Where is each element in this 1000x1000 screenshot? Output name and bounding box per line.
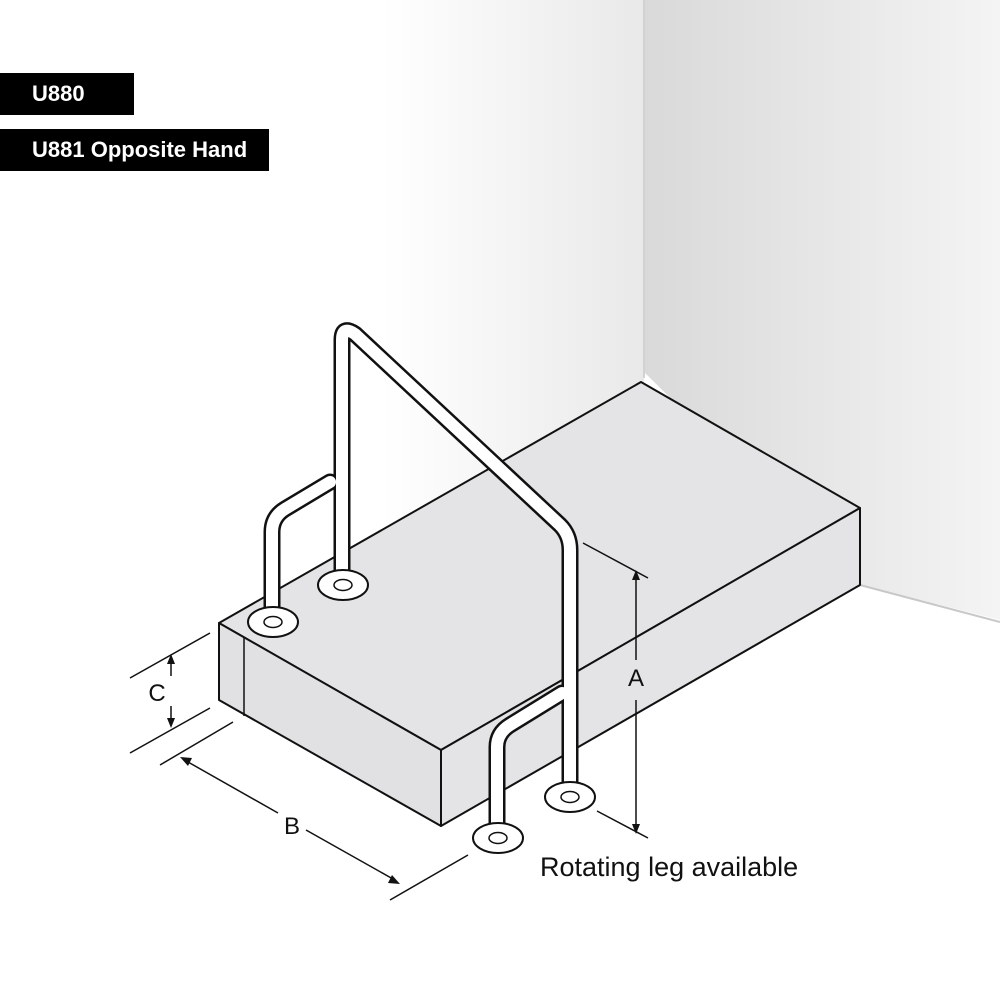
floor-wall-edge [859,584,1000,623]
opposite-hand-label: U881 Opposite Hand [0,129,270,171]
dimension-b-line-right [305,829,394,880]
dimension-c-arrow-bottom [167,718,175,728]
front-left-flange [472,822,524,854]
dimension-b-extension-left [159,721,234,766]
dimension-b-arrow-left [180,757,192,766]
rotating-leg-note: Rotating leg available [540,852,798,882]
dimension-a-label: A [628,665,644,692]
dimension-a-arrow-top [632,570,640,580]
side-wall [644,0,1000,620]
dimension-c-extension-top [129,632,211,679]
dimension-c [129,632,211,754]
dimension-b-label: B [284,813,300,840]
front-right-flange [544,781,596,813]
grab-bar-fill [266,324,576,838]
grab-bar [247,322,596,854]
dimension-c-arrow-top [167,654,175,664]
dimension-b-line-left [187,761,279,814]
rear-left-flange [247,606,299,638]
step-block [218,381,861,827]
dimension-a-extension-bottom [596,810,649,839]
rear-right-flange [317,569,369,601]
dimension-a-extension-top [582,542,649,579]
dimension-c-label: C [148,680,165,707]
block-side-face [440,507,861,827]
dimension-a [582,542,649,839]
dimension-a-arrow-bottom [632,824,640,834]
dimension-b-arrow-right [388,875,400,884]
dimension-b [159,721,469,901]
dimension-b-extension-right [389,854,469,901]
dimension-c-extension-bottom [129,707,211,754]
model-number-label: U880 [0,73,134,115]
